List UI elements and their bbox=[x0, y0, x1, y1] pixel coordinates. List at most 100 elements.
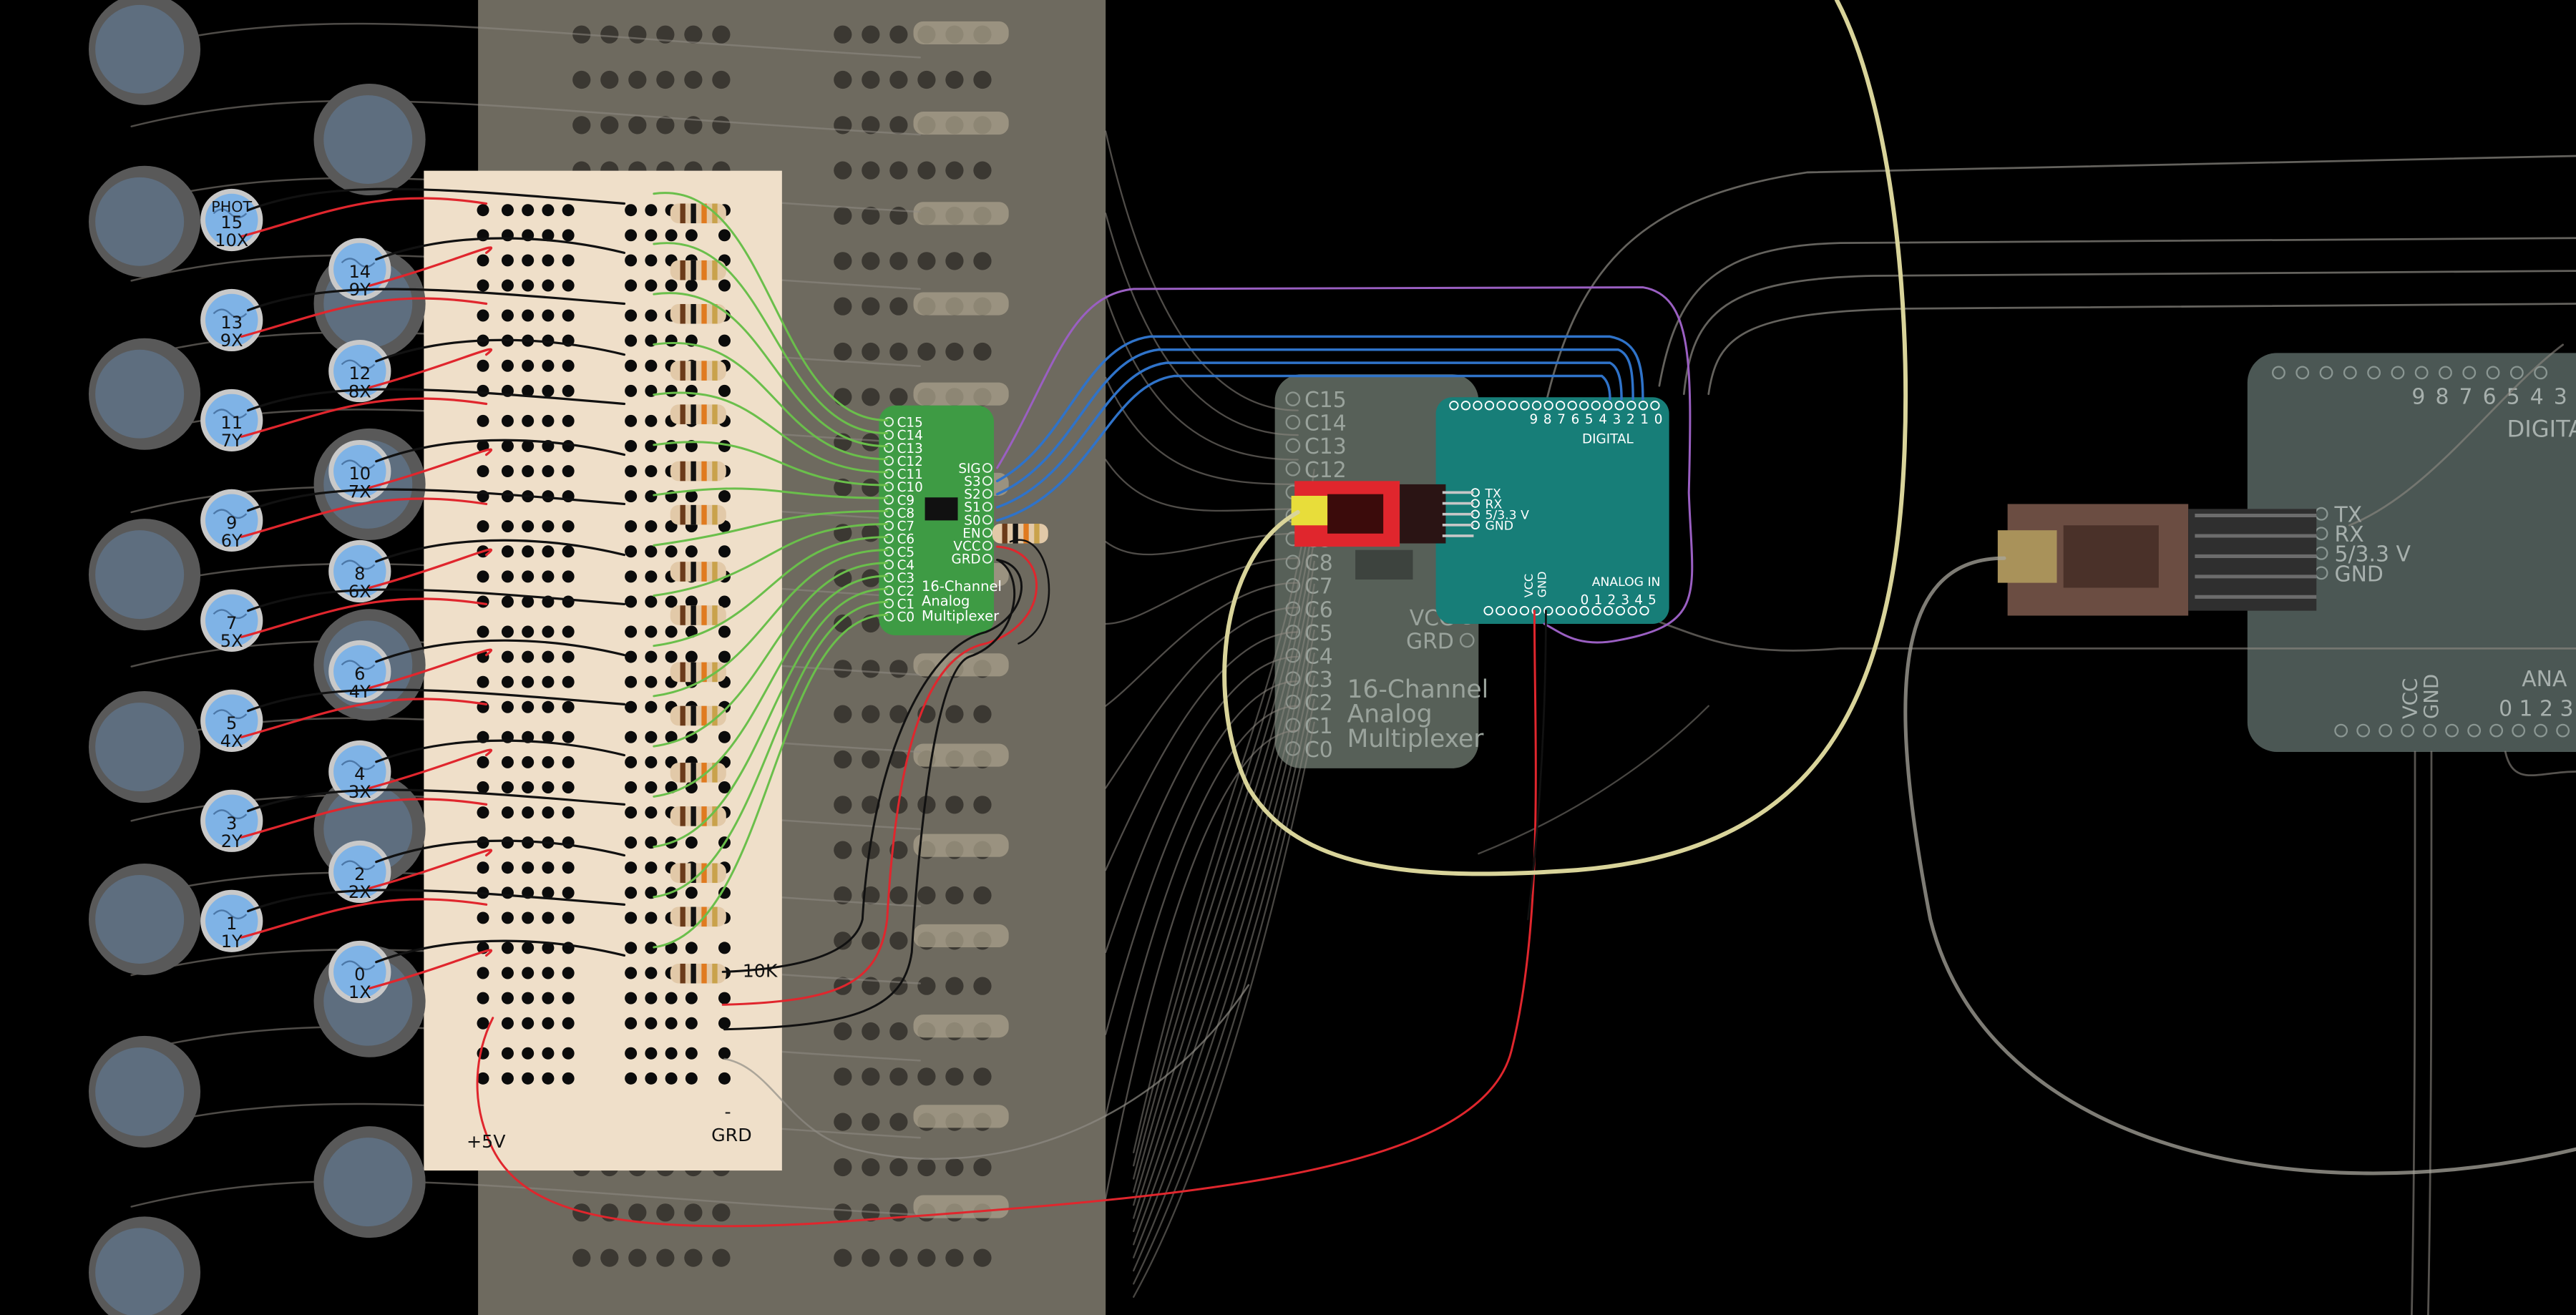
green-signal-wire bbox=[653, 509, 889, 547]
breadboard-hole bbox=[665, 1047, 678, 1060]
ghost-hole bbox=[628, 1248, 647, 1267]
ghost-hole bbox=[656, 25, 675, 44]
photo-sensor bbox=[205, 594, 258, 647]
breadboard-hole bbox=[542, 942, 555, 954]
ghost-wire bbox=[1682, 270, 2576, 396]
sensor-number-label: 3 bbox=[226, 813, 237, 834]
breadboard-hole bbox=[645, 309, 658, 322]
breadboard-hole bbox=[542, 911, 555, 924]
ghost-wire bbox=[1133, 721, 1315, 1298]
ghost-hole bbox=[945, 342, 964, 361]
ghost-hole bbox=[834, 1158, 852, 1177]
pulldown-resistor-band bbox=[1023, 523, 1029, 544]
mux-title-line: Analog bbox=[922, 593, 970, 610]
mux-channel-label: C3 bbox=[897, 571, 915, 586]
ghost-hole bbox=[889, 342, 908, 361]
ghost-hole bbox=[862, 161, 880, 180]
ghost-hole bbox=[889, 660, 908, 678]
breadboard-hole bbox=[625, 836, 638, 849]
breadboard-resistor-band bbox=[691, 662, 696, 683]
breadboard-hole bbox=[477, 911, 489, 924]
breadboard-hole bbox=[625, 279, 638, 292]
ghost-hole bbox=[889, 750, 908, 769]
breadboard-hole bbox=[522, 967, 535, 979]
breadboard-hole bbox=[665, 229, 678, 242]
green-signal-wire bbox=[653, 613, 889, 949]
breadboard-resistor-band bbox=[701, 605, 707, 625]
breadboard-hole bbox=[562, 570, 575, 583]
sensor-code-label: 6Y bbox=[221, 531, 243, 551]
ghost-hole bbox=[945, 705, 964, 723]
breadboard-resistor-band bbox=[691, 504, 696, 525]
breadboard-hole bbox=[522, 781, 535, 793]
ghost-resistor bbox=[913, 21, 1009, 44]
sensor-code-label: 4Y bbox=[349, 682, 371, 702]
breadboard-hole bbox=[665, 595, 678, 608]
pulldown-resistor-band bbox=[1034, 523, 1040, 544]
mux-channel-pin bbox=[884, 494, 894, 505]
breadboard-hole bbox=[562, 279, 575, 292]
breadboard-hole bbox=[562, 204, 575, 217]
sensor-code-label: 6X bbox=[348, 582, 371, 602]
green-signal-wire bbox=[653, 242, 889, 435]
ghost-hole bbox=[973, 796, 992, 814]
ghost-resistor bbox=[913, 1015, 1009, 1038]
analog-header-pin bbox=[1519, 605, 1530, 616]
breadboard-resistor-band bbox=[680, 562, 686, 582]
photo-sensor-trace bbox=[341, 860, 376, 871]
sensor-black-lead bbox=[375, 338, 626, 363]
mux-control-pin bbox=[982, 502, 992, 512]
breadboard-hole bbox=[718, 650, 731, 663]
breadboard-hole bbox=[665, 545, 678, 558]
breadboard-hole bbox=[645, 545, 658, 558]
breadboard-hole bbox=[625, 384, 638, 397]
breadboard-hole bbox=[501, 700, 514, 713]
analog-header-pin bbox=[1639, 605, 1649, 616]
mux-pin-label: VCC bbox=[953, 539, 980, 554]
breadboard-hole bbox=[522, 384, 535, 397]
ghost-header-pin bbox=[2534, 366, 2548, 380]
breadboard-hole bbox=[645, 756, 658, 768]
breadboard-hole bbox=[562, 465, 575, 478]
ghost-hole bbox=[862, 342, 880, 361]
breadboard-hole bbox=[501, 836, 514, 849]
breadboard-resistor bbox=[670, 461, 726, 481]
green-signal-wire bbox=[653, 575, 889, 798]
ghost-hole bbox=[917, 1158, 936, 1177]
breadboard-resistor bbox=[670, 605, 726, 625]
breadboard-hole bbox=[501, 279, 514, 292]
sensor-column bbox=[88, 0, 426, 1315]
breadboard-hole bbox=[665, 730, 678, 743]
breadboard-hole bbox=[542, 756, 555, 768]
breadboard-hole bbox=[625, 439, 638, 452]
mux-control-pin bbox=[982, 476, 992, 486]
breadboard-hole bbox=[645, 570, 658, 583]
breadboard-hole bbox=[645, 836, 658, 849]
ghost-resistor bbox=[913, 743, 1009, 767]
mux-pin-label: SIG bbox=[958, 461, 980, 476]
ghost-serial-label: GND bbox=[2335, 562, 2384, 587]
ghost-wire bbox=[1105, 212, 1299, 436]
breadboard-resistor-band bbox=[712, 863, 718, 884]
breadboard-hole bbox=[625, 992, 638, 1004]
photo-sensor bbox=[205, 794, 258, 848]
breadboard-hole bbox=[501, 911, 514, 924]
breadboard-hole bbox=[562, 781, 575, 793]
sensor-red-lead bbox=[368, 246, 492, 287]
breadboard-hole bbox=[522, 1047, 535, 1060]
sensor-red-lead bbox=[240, 798, 488, 839]
mux-channel-pin bbox=[884, 559, 894, 570]
breadboard-hole bbox=[501, 1072, 514, 1085]
breadboard-hole bbox=[625, 700, 638, 713]
breadboard-hole bbox=[685, 836, 698, 849]
digital-header-pin bbox=[1449, 401, 1459, 411]
breadboard-hole bbox=[718, 384, 731, 397]
sensor-black-lead bbox=[247, 187, 626, 212]
mux-pin-label: S1 bbox=[964, 500, 980, 515]
breadboard-resistor-band bbox=[701, 963, 707, 984]
digital-header-pin bbox=[1603, 401, 1613, 411]
ghost-serial-label: 5/3.3 V bbox=[2335, 542, 2411, 567]
breadboard-hole bbox=[645, 992, 658, 1004]
breadboard-hole bbox=[645, 1047, 658, 1060]
